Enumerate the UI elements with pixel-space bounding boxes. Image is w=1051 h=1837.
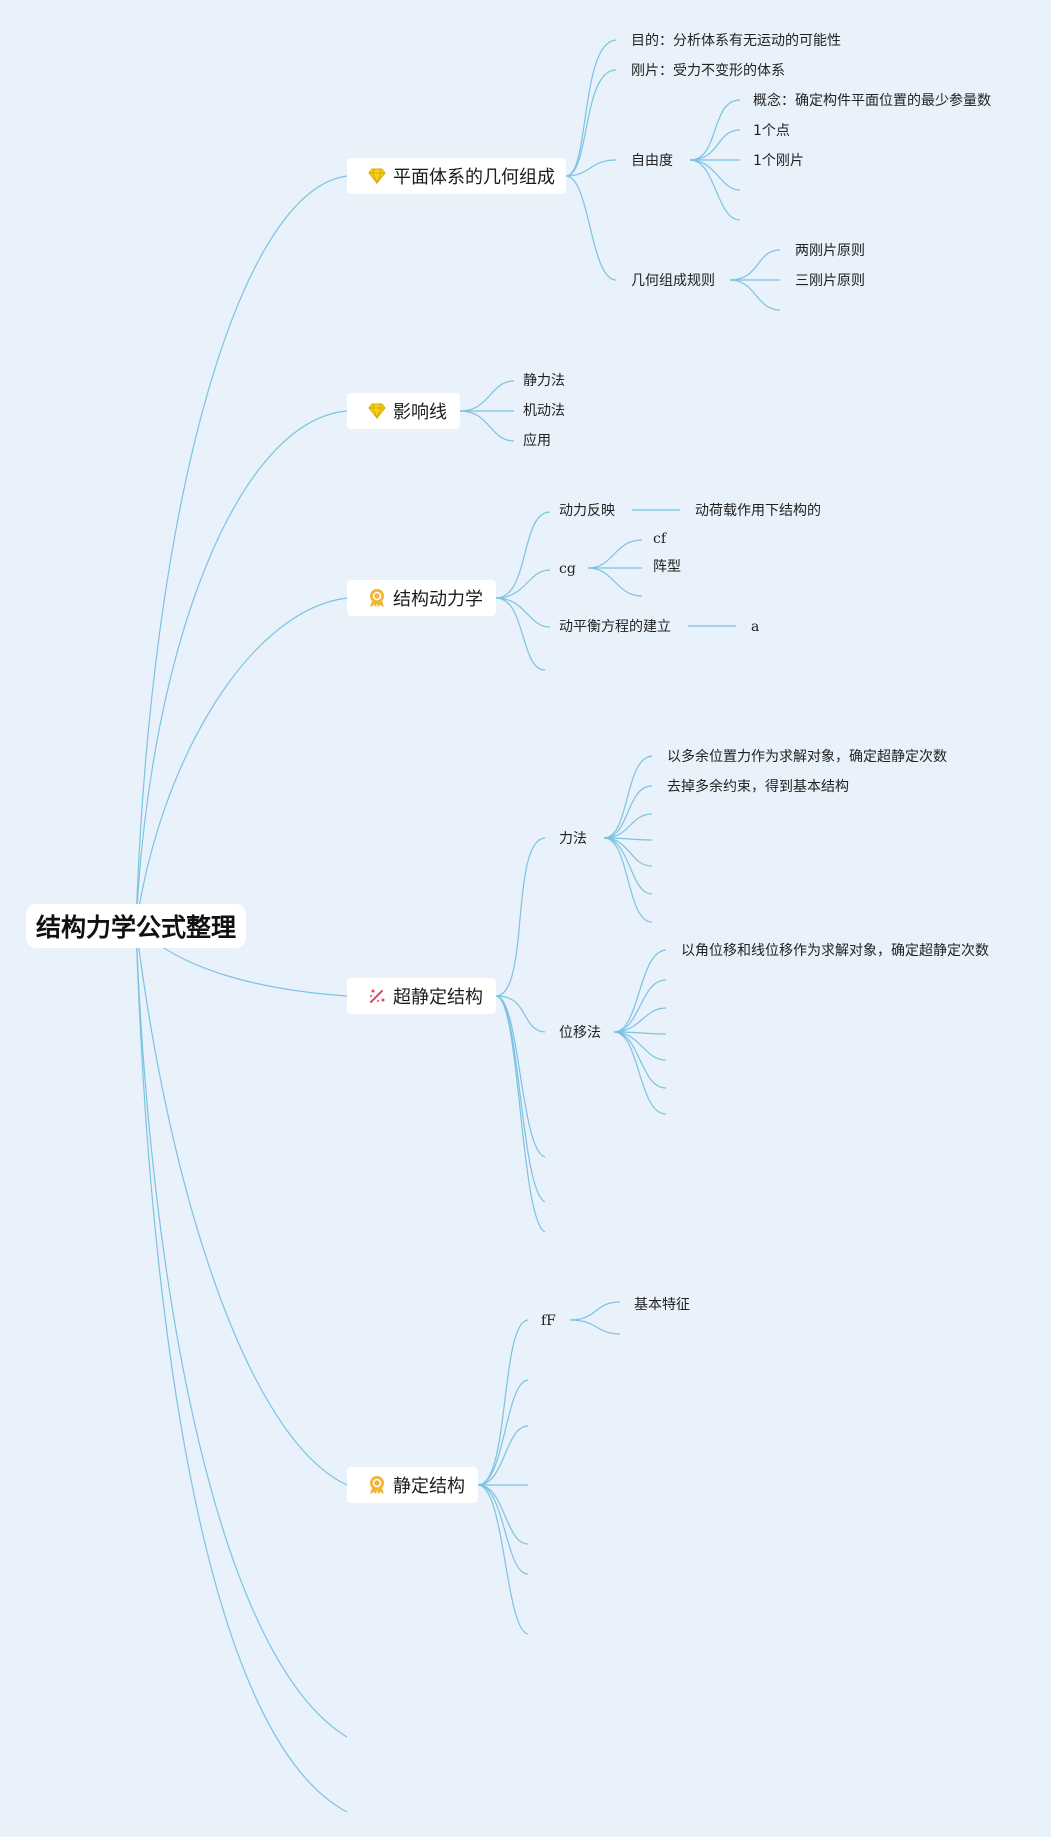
node-displacement-method-c1[interactable]: 以角位移和线位移作为求解对象，确定超静定次数: [681, 943, 989, 959]
node-dynamic-response[interactable]: 动力反映: [559, 503, 615, 519]
root-label: 结构力学公式整理: [35, 913, 236, 942]
node-application[interactable]: 应用: [523, 433, 551, 449]
link-root-empty-1: [135, 925, 348, 1738]
node-degrees-of-freedom[interactable]: 自由度: [631, 153, 673, 169]
node-influence-lines[interactable]: 影响线: [347, 393, 460, 429]
link-root-determinate: [135, 925, 348, 1486]
node-cg[interactable]: cg: [559, 561, 576, 577]
node-statically-determinate[interactable]: 静定结构: [347, 1467, 478, 1503]
link-root-empty-2: [135, 925, 348, 1813]
node-equation-child[interactable]: a: [751, 619, 760, 635]
node-ff[interactable]: fF: [541, 1313, 556, 1329]
node-label: 结构动力学: [393, 589, 483, 610]
node-displacement-method[interactable]: 位移法: [559, 1025, 601, 1041]
link-root-influence: [135, 410, 348, 927]
node-rigid-body[interactable]: 刚片：受力不变形的体系: [631, 63, 785, 79]
node-structural-dynamics[interactable]: 结构动力学: [347, 580, 496, 616]
node-geometric-composition[interactable]: 平面体系的几何组成: [347, 158, 566, 194]
node-equation[interactable]: 动平衡方程的建立: [559, 619, 671, 635]
node-three-rigid-rule[interactable]: 三刚片原则: [795, 273, 865, 289]
node-dof-rigid[interactable]: 1个刚片: [753, 153, 804, 169]
node-label: 平面体系的几何组成: [393, 167, 555, 188]
node-purpose[interactable]: 目的：分析体系有无运动的可能性: [631, 33, 841, 49]
magic-wand-icon: [367, 986, 387, 1006]
diamond-icon: [367, 401, 387, 421]
node-force-method-c2[interactable]: 去掉多余约束，得到基本结构: [667, 779, 849, 795]
node-cf[interactable]: cf: [653, 531, 667, 547]
node-dof-concept[interactable]: 概念：确定构件平面位置的最少参量数: [753, 93, 991, 109]
node-kinematic-method[interactable]: 机动法: [523, 403, 565, 419]
medal-icon: [367, 1475, 387, 1495]
node-dynamic-response-child[interactable]: 动荷载作用下结构的: [695, 503, 821, 519]
root-node[interactable]: 结构力学公式整理: [26, 904, 246, 948]
node-two-rigid-rule[interactable]: 两刚片原则: [795, 243, 865, 259]
medal-icon: [367, 588, 387, 608]
node-force-method[interactable]: 力法: [559, 831, 587, 847]
node-basic-features[interactable]: 基本特征: [634, 1297, 690, 1313]
node-label: 静定结构: [393, 1476, 465, 1497]
node-indeterminate-structures[interactable]: 超静定结构: [347, 978, 496, 1014]
diamond-icon: [367, 166, 387, 186]
node-static-method[interactable]: 静力法: [523, 373, 565, 389]
node-mode-shape[interactable]: 阵型: [653, 559, 681, 575]
node-composition-rules[interactable]: 几何组成规则: [631, 273, 715, 289]
link-root-dynamics: [135, 597, 348, 927]
node-label: 超静定结构: [393, 987, 483, 1008]
node-label: 影响线: [393, 402, 447, 423]
link-root-geometry: [135, 175, 348, 927]
node-force-method-c1[interactable]: 以多余位置力作为求解对象，确定超静定次数: [667, 749, 947, 765]
node-dof-point[interactable]: 1个点: [753, 123, 790, 139]
